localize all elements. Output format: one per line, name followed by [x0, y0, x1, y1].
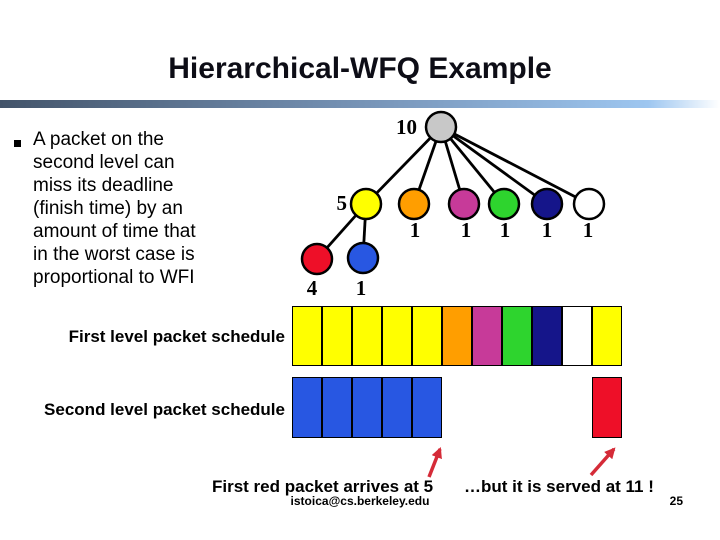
yellow-packet-cell: [412, 306, 442, 366]
navy-packet-cell: [532, 306, 562, 366]
second-level-schedule-label: Second level packet schedule: [44, 400, 285, 419]
bullet-line: amount of time that: [33, 221, 196, 242]
orange-packet-cell: [442, 306, 472, 366]
navy-weight-label: 1: [542, 218, 553, 242]
orange-weight-label: 1: [410, 218, 421, 242]
bullet-line: (finish time) by an: [33, 198, 183, 219]
pink-packet-cell: [472, 306, 502, 366]
tree-edge-root-yellow: [364, 126, 443, 205]
yellow-weight-label: 5: [337, 191, 348, 215]
tree-edge-root-orange: [412, 126, 443, 205]
footer-email: istoica@cs.berkeley.edu: [290, 494, 430, 508]
green-packet-cell: [502, 306, 532, 366]
tree-node-labels: 10 5 1 1 1 1 1 4 1: [307, 115, 594, 300]
blue-packet-cell: [382, 377, 412, 438]
bullet-line: in the worst case is: [33, 244, 195, 265]
yellow-packet-cell: [292, 306, 322, 366]
arrival-arrow-icon: [427, 446, 442, 478]
root-weight-label: 10: [396, 115, 417, 139]
white-packet-cell: [562, 306, 592, 366]
tree-node-red: [300, 242, 334, 276]
tree-edge-root-pink: [439, 126, 466, 205]
bullet-text: A packet on the second level can miss it…: [33, 128, 273, 289]
annotation-arrows: [427, 446, 616, 478]
tree-edge-root-white: [440, 125, 590, 206]
yellow-packet-cell: [352, 306, 382, 366]
bullet-line: second level can: [33, 152, 175, 173]
tree-node-blue: [346, 241, 380, 275]
pink-weight-label: 1: [461, 218, 472, 242]
yellow-packet-cell: [382, 306, 412, 366]
bullet-line: A packet on the: [33, 129, 164, 150]
empty-slot-cell: [562, 377, 592, 438]
tree-edge-root-green: [439, 126, 506, 205]
bullet-icon: [14, 140, 21, 147]
first-level-schedule-label: First level packet schedule: [68, 327, 285, 346]
tree-node-orange: [397, 187, 431, 221]
tree-nodes: [300, 110, 606, 276]
green-weight-label: 1: [500, 218, 511, 242]
first-level-schedule-row: [292, 306, 622, 366]
tree-node-navy: [530, 187, 564, 221]
empty-slot-cell: [442, 377, 472, 438]
blue-packet-cell: [322, 377, 352, 438]
tree-node-white: [572, 187, 606, 221]
tree-edge-root-navy: [440, 125, 548, 206]
arrival-caption: First red packet arrives at 5: [212, 477, 434, 496]
tree-node-green: [487, 187, 521, 221]
page-title: Hierarchical-WFQ Example: [168, 52, 552, 85]
tree-edge-yellow-blue: [361, 203, 368, 259]
bullet-line: proportional to WFI: [33, 267, 195, 288]
empty-slot-cell: [502, 377, 532, 438]
tree-edge-yellow-red: [315, 203, 368, 260]
tree-node-yellow: [349, 187, 383, 221]
blue-packet-cell: [292, 377, 322, 438]
tree-edges: [315, 125, 590, 260]
served-caption: …but it is served at 11 !: [464, 477, 654, 496]
yellow-packet-cell: [592, 306, 622, 366]
red-packet-cell: [592, 377, 622, 438]
red-weight-label: 4: [307, 276, 318, 300]
second-level-schedule-row: [292, 377, 622, 438]
empty-slot-cell: [532, 377, 562, 438]
tree-node-root: [424, 110, 458, 144]
empty-slot-cell: [472, 377, 502, 438]
blue-packet-cell: [412, 377, 442, 438]
title-divider-bar: [0, 100, 720, 108]
tree-node-pink: [447, 187, 481, 221]
page-number: 25: [669, 494, 683, 508]
served-arrow-icon: [589, 447, 616, 477]
yellow-packet-cell: [322, 306, 352, 366]
white-weight-label: 1: [583, 218, 594, 242]
blue-packet-cell: [352, 377, 382, 438]
bullet-line: miss its deadline: [33, 175, 174, 196]
blue-weight-label: 1: [356, 276, 367, 300]
